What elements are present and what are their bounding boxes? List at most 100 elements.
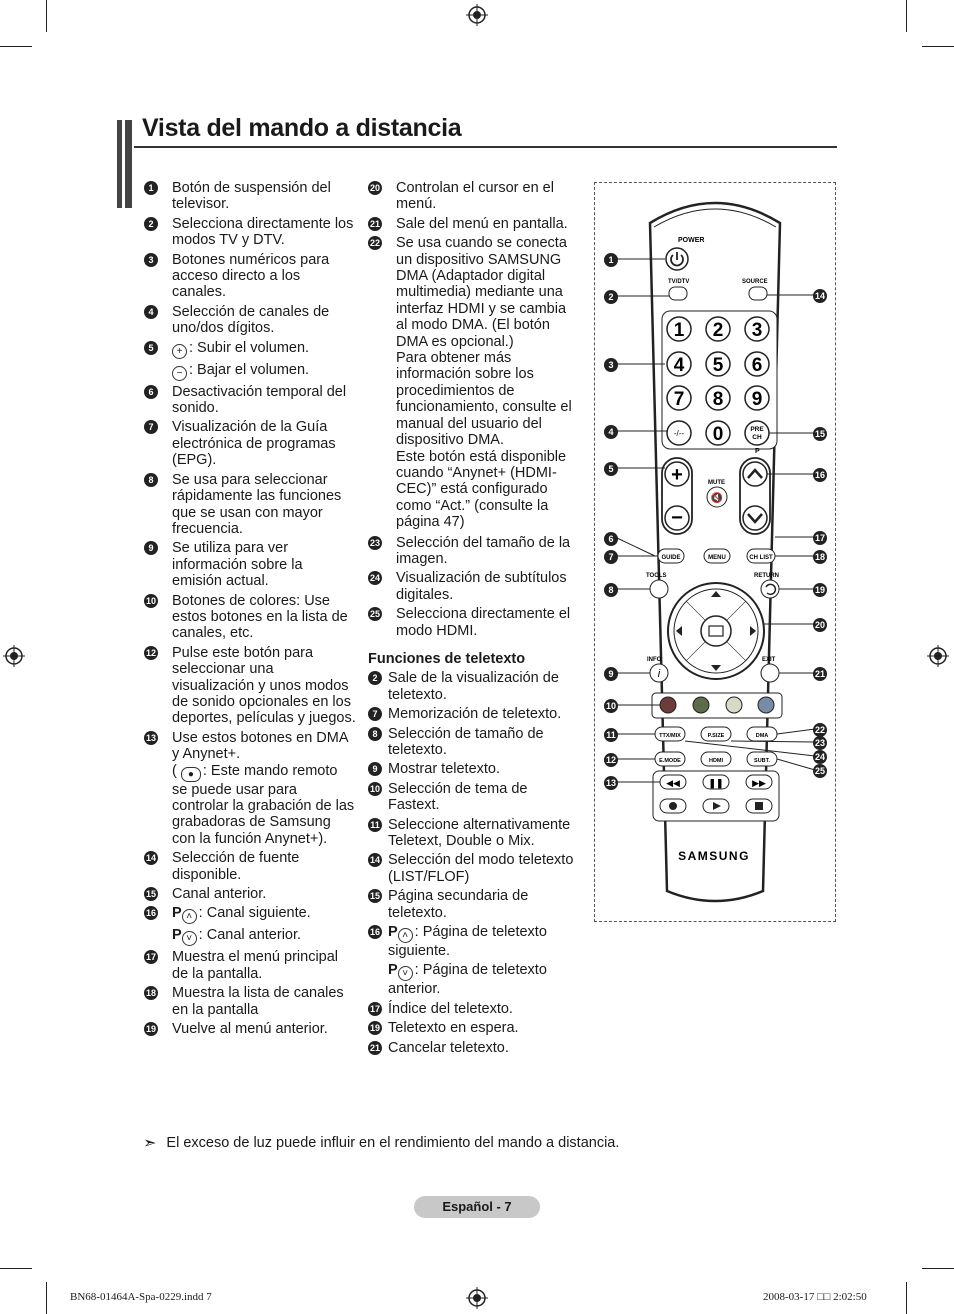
chlist-label: CH LIST	[749, 555, 773, 561]
minus-icon: −	[671, 507, 683, 529]
number-button[interactable]	[666, 351, 692, 377]
remote-control-illustration: POWER TV/DTV SOURCE 1 2 3 4 5 6 7 8 9 -/…	[616, 201, 816, 903]
mute-button[interactable]	[706, 486, 728, 508]
channel-label: P	[755, 448, 760, 455]
tvdtv-button[interactable]	[668, 286, 688, 301]
return-label: RETURN	[754, 573, 779, 579]
item-number: 18	[144, 986, 158, 1001]
item-number: 4	[144, 304, 158, 319]
callout-number: 15	[813, 427, 827, 441]
print-slug-date: 2008-03-17 □□ 2:02:50	[763, 1291, 867, 1303]
item-number: 20	[368, 181, 382, 195]
crop-mark	[922, 46, 954, 47]
item-number: 7	[144, 420, 158, 435]
yellow-button[interactable]	[725, 696, 743, 714]
enter-icon	[708, 625, 724, 637]
callout-number: 4	[604, 425, 618, 439]
brand-logo: SAMSUNG	[678, 849, 750, 863]
item-number: 1	[144, 181, 158, 195]
channel-down-button[interactable]	[742, 505, 768, 531]
callout-number: 16	[813, 468, 827, 482]
return-button[interactable]	[760, 579, 780, 599]
item-number: 10	[368, 781, 382, 796]
tools-label: TOOLS	[646, 573, 667, 579]
note-text: El exceso de luz puede influir en el ren…	[166, 1135, 620, 1151]
tools-button[interactable]	[649, 579, 669, 599]
number-button[interactable]	[744, 316, 770, 342]
enter-button[interactable]	[700, 615, 732, 647]
hdmi-label: HDMI	[709, 758, 724, 764]
item-number: 13	[144, 730, 158, 745]
blue-button[interactable]	[757, 696, 775, 714]
source-button[interactable]	[748, 286, 768, 301]
dash-label: -/--	[674, 429, 685, 438]
subt-label: SUBT.	[754, 758, 770, 764]
arrow-left-icon[interactable]	[676, 626, 682, 636]
zero-button[interactable]	[705, 420, 731, 446]
item-number: 6	[144, 384, 158, 399]
play-icon	[713, 802, 721, 810]
mute-icon: 🔇	[711, 491, 723, 504]
list-item: 5+: Subir el volumen.	[144, 340, 356, 359]
item-number: 3	[144, 252, 158, 267]
number-button[interactable]	[705, 351, 731, 377]
callout-number: 7	[604, 550, 618, 564]
item-number: 9	[368, 762, 382, 777]
exit-button[interactable]	[760, 663, 780, 683]
hdmi-button[interactable]	[700, 751, 732, 767]
green-button[interactable]	[692, 696, 710, 714]
number-button[interactable]	[666, 385, 692, 411]
callout-number: 22	[813, 723, 827, 737]
arrow-up-icon[interactable]	[711, 591, 721, 597]
emode-label: E.MODE	[659, 758, 681, 764]
red-button[interactable]	[659, 696, 677, 714]
number-button[interactable]	[705, 316, 731, 342]
volume-up-button[interactable]	[664, 461, 690, 487]
dash-button[interactable]	[666, 420, 692, 446]
psize-button[interactable]	[700, 726, 732, 742]
source-label: SOURCE	[742, 279, 768, 285]
menu-button[interactable]	[703, 548, 731, 564]
item-number: 16	[368, 925, 382, 940]
note: ➣ El exceso de luz puede influir en el r…	[143, 1133, 619, 1153]
channel-up-button[interactable]	[742, 461, 768, 487]
svg-text:2: 2	[713, 320, 724, 341]
number-button[interactable]	[744, 351, 770, 377]
pause-icon: ❚❚	[708, 778, 723, 789]
minus-icon: −	[172, 365, 187, 381]
number-button[interactable]	[666, 316, 692, 342]
arrow-down-icon[interactable]	[711, 665, 721, 671]
svg-text:8: 8	[713, 389, 724, 410]
record-mode-icon: ●	[180, 766, 201, 782]
psize-label: P.SIZE	[708, 733, 725, 739]
arrow-right-icon[interactable]	[750, 626, 756, 636]
prech-button[interactable]	[744, 420, 770, 446]
item-number: 25	[368, 607, 382, 622]
number-button[interactable]	[744, 385, 770, 411]
number-button[interactable]	[705, 385, 731, 411]
pause-button[interactable]	[702, 774, 730, 790]
fast-forward-button[interactable]	[745, 774, 773, 790]
volume-down-button[interactable]	[664, 505, 690, 531]
callout-number: 5	[604, 462, 618, 476]
item-number: 12	[144, 645, 158, 660]
